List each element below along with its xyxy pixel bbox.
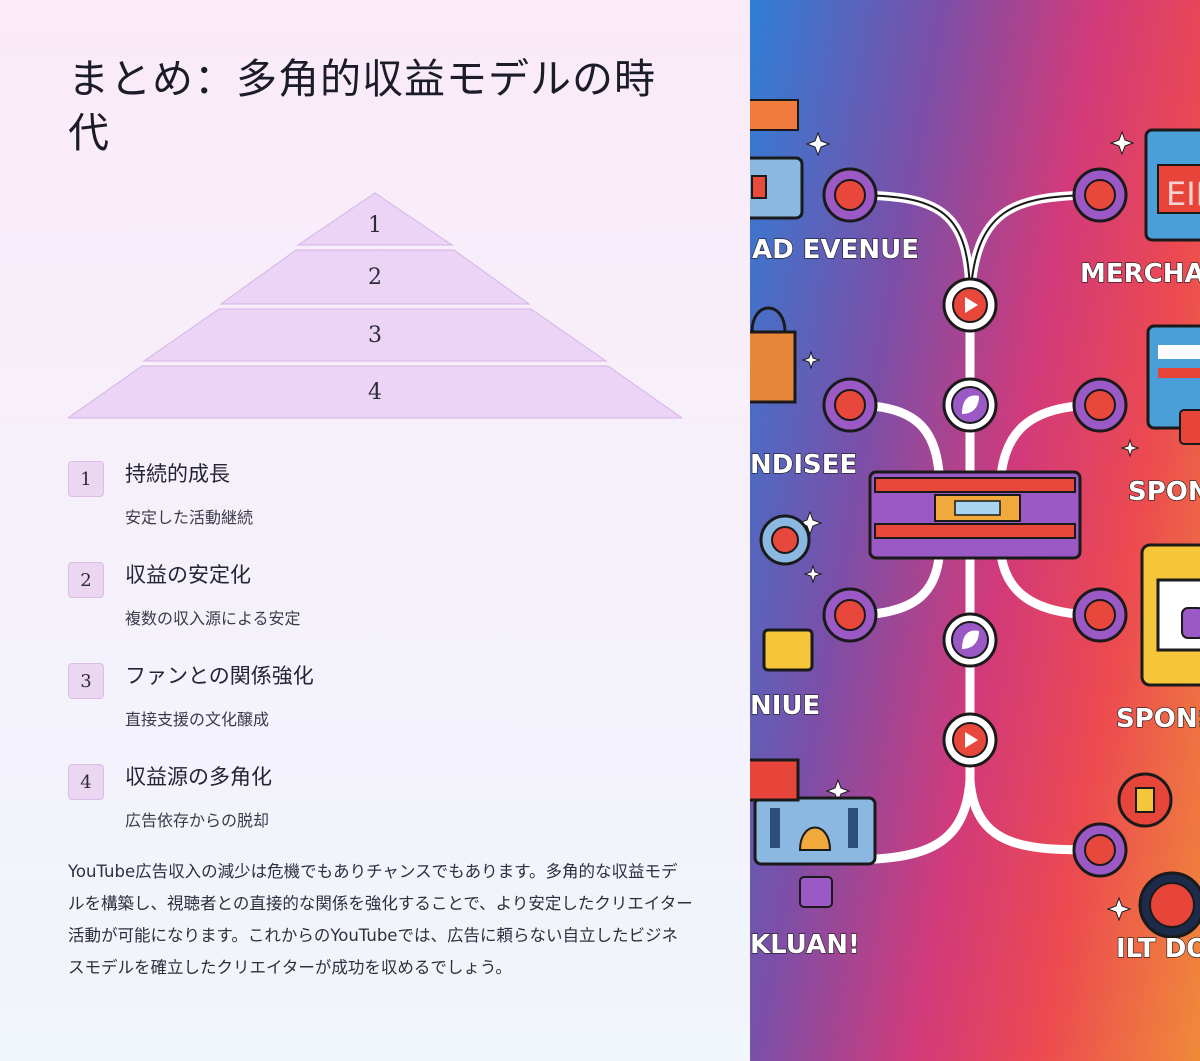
ticket-icon <box>1140 543 1200 687</box>
pyramid-label-3: 3 <box>368 323 382 348</box>
sparkle-icon <box>805 131 831 157</box>
leaf-node-icon <box>942 377 998 433</box>
pyramid-label-4: 4 <box>368 380 382 405</box>
coin-icon <box>822 377 878 433</box>
shopping-bag-icon <box>750 306 797 404</box>
label-merchandise-left: NDISEE <box>750 450 857 480</box>
label-sponsor-top: SPONS <box>1128 477 1200 507</box>
coin-icon <box>1072 822 1128 878</box>
item-description: 安定した活動継続 <box>125 508 254 527</box>
illustration-art: EIF <box>750 99 1200 965</box>
pyramid-level-3 <box>142 308 608 362</box>
hub-icon <box>868 470 1082 560</box>
coin-icon <box>1072 587 1128 643</box>
sparkle-icon <box>803 564 823 584</box>
number-badge: 4 <box>68 764 104 800</box>
number-badge: 2 <box>68 562 104 598</box>
play-button-icon <box>942 712 998 768</box>
list-item: 3 ファンとの関係強化 直接支援の文化醸成 <box>68 660 688 761</box>
item-description: 複数の収入源による安定 <box>125 609 301 628</box>
item-description: 広告依存からの脱却 <box>125 811 270 830</box>
coin-icon <box>759 514 811 566</box>
item-description: 直接支援の文化醸成 <box>125 710 270 729</box>
label-ad-revenue: AD EVENUE <box>752 235 919 265</box>
sparkle-icon <box>797 510 823 536</box>
item-title: 収益源の多角化 <box>125 765 272 789</box>
list-item: 4 収益源の多角化 広告依存からの脱却 <box>68 761 688 862</box>
label-revenue-left: NIUE <box>750 691 820 721</box>
coin-icon <box>1072 377 1128 433</box>
label-fan-donation: KLUAN! <box>750 930 860 960</box>
label-donation: ILT DON <box>1116 934 1200 964</box>
summary-list: 1 持続的成長 安定した活動継続 2 収益の安定化 複数の収入源による安定 3 … <box>68 458 688 862</box>
pyramid-level-4 <box>68 365 682 419</box>
donation-box-icon <box>753 796 877 866</box>
medal-icon <box>1117 772 1173 828</box>
list-item: 1 持続的成長 安定した活動継続 <box>68 458 688 559</box>
sparkle-icon <box>1109 130 1135 156</box>
ad-panel-icon <box>750 99 804 220</box>
content-panel: まとめ：多角的収益モデルの時代 1 2 3 4 1 持続的成長 安定した活動継続… <box>0 0 750 1061</box>
coin-icon <box>822 587 878 643</box>
trophy-icon <box>1138 871 1200 939</box>
number-badge: 3 <box>68 663 104 699</box>
item-title: 持続的成長 <box>125 462 230 486</box>
label-sponsor-bottom: SPONS <box>1116 704 1200 734</box>
summary-paragraph: YouTube広告収入の減少は危機でもありチャンスでもあります。多角的な収益モデ… <box>68 862 693 977</box>
badge-icon <box>799 876 833 908</box>
coin-icon <box>822 167 878 223</box>
page-title: まとめ：多角的収益モデルの時代 <box>68 55 656 157</box>
sparkle-icon <box>1106 896 1132 922</box>
pyramid-label-1: 1 <box>368 213 382 238</box>
list-item: 2 収益の安定化 複数の収入源による安定 <box>68 559 688 660</box>
document-icon <box>1146 324 1200 445</box>
pyramid-level-2 <box>219 249 531 305</box>
revenue-illustration: EIF <box>750 0 1200 1061</box>
play-button-icon <box>942 277 998 333</box>
pyramid-label-2: 2 <box>368 265 382 290</box>
sign-icon: EIF <box>1144 128 1200 242</box>
coin-icon <box>1072 167 1128 223</box>
leaf-node-icon <box>942 612 998 668</box>
item-title: ファンとの関係強化 <box>125 664 314 688</box>
pyramid-level-1 <box>296 192 454 246</box>
sign-text: EIF <box>1166 175 1200 213</box>
sparkle-icon <box>801 350 821 370</box>
gift-icon <box>762 628 814 672</box>
tag-icon <box>750 758 800 802</box>
sparkle-icon <box>1120 438 1140 458</box>
item-title: 収益の安定化 <box>125 563 251 587</box>
number-badge: 1 <box>68 461 104 497</box>
pyramid-diagram: 1 2 3 4 <box>68 192 682 419</box>
